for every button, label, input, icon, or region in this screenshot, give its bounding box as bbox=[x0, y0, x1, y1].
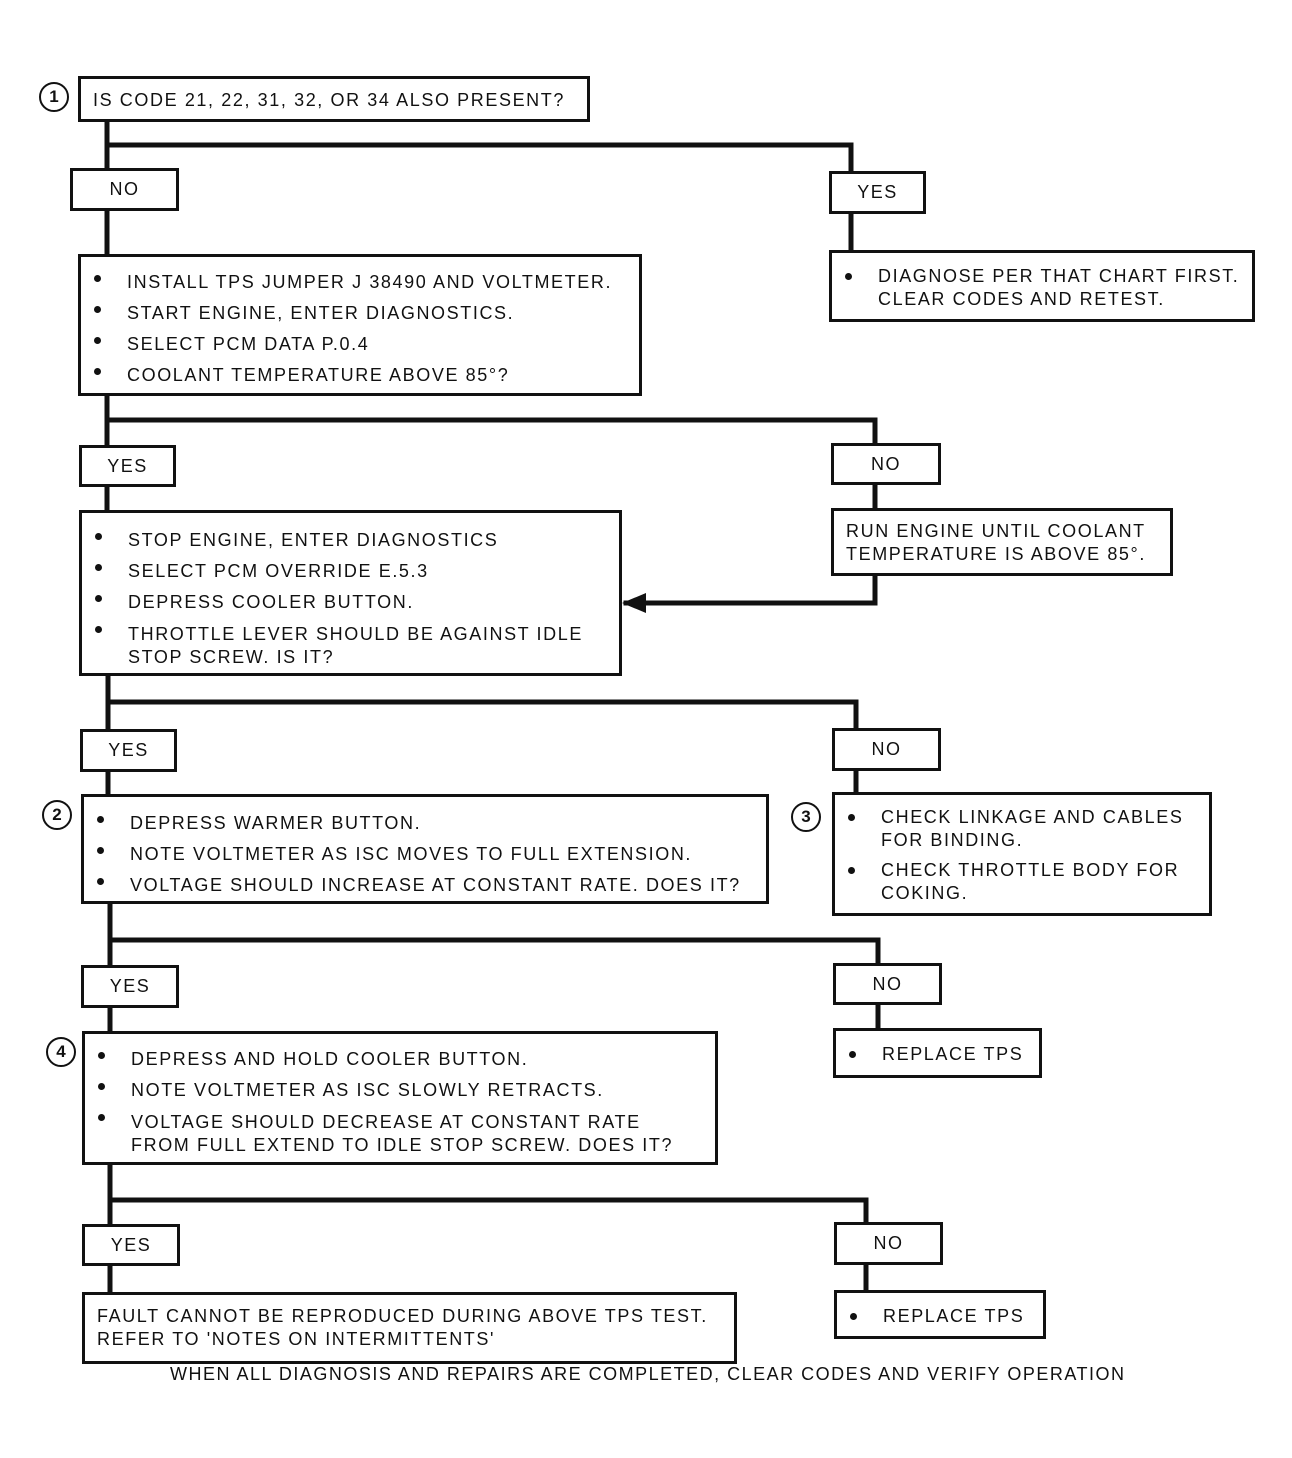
branch-4-no-label: NO bbox=[833, 963, 942, 1005]
warmer-test-box: DEPRESS WARMER BUTTON. NOTE VOLTMETER AS… bbox=[81, 794, 769, 904]
replace-tps-step: REPLACE TPS bbox=[848, 1043, 1027, 1066]
branch-1-no-label: NO bbox=[70, 168, 179, 211]
check-throttle-step: DEPRESS COOLER BUTTON. bbox=[94, 587, 607, 618]
check-throttle-step: THROTTLE LEVER SHOULD BE AGAINST IDLE ST… bbox=[94, 618, 607, 669]
branch-3-yes-label: YES bbox=[80, 729, 177, 772]
step-1-marker: 1 bbox=[39, 82, 69, 112]
step-4-marker: 4 bbox=[46, 1037, 76, 1067]
branch-2-no-label: NO bbox=[831, 443, 941, 485]
step-2-marker: 2 bbox=[42, 800, 72, 830]
diagnose-first-box: DIAGNOSE PER THAT CHART FIRST. CLEAR COD… bbox=[829, 250, 1255, 322]
linkage-check-step: CHECK LINKAGE AND CABLES FOR BINDING. bbox=[847, 806, 1197, 852]
replace-tps-box: REPLACE TPS bbox=[833, 1028, 1042, 1078]
cooler-hold-test-step: DEPRESS AND HOLD COOLER BUTTON. bbox=[97, 1044, 703, 1075]
check-throttle-step: STOP ENGINE, ENTER DIAGNOSTICS bbox=[94, 525, 607, 556]
warmer-test-step: VOLTAGE SHOULD INCREASE AT CONSTANT RATE… bbox=[96, 870, 754, 901]
fault-not-reproduced-box: FAULT CANNOT BE REPRODUCED DURING ABOVE … bbox=[82, 1292, 737, 1364]
warmer-test-step: DEPRESS WARMER BUTTON. bbox=[96, 808, 754, 839]
branch-3-no-label: NO bbox=[832, 728, 941, 771]
branch-1-yes-label: YES bbox=[829, 171, 926, 214]
check-throttle-step: SELECT PCM OVERRIDE E.5.3 bbox=[94, 556, 607, 587]
check-coolant-step: COOLANT TEMPERATURE ABOVE 85°? bbox=[93, 360, 627, 391]
footer-note: WHEN ALL DIAGNOSIS AND REPAIRS ARE COMPL… bbox=[170, 1364, 1126, 1384]
cooler-hold-test-step: VOLTAGE SHOULD DECREASE AT CONSTANT RATE… bbox=[97, 1106, 703, 1157]
check-throttle-box: STOP ENGINE, ENTER DIAGNOSTICS SELECT PC… bbox=[79, 510, 622, 676]
replace-tps-box: REPLACE TPS bbox=[834, 1290, 1046, 1339]
linkage-check-step: CHECK THROTTLE BODY FOR COKING. bbox=[847, 859, 1197, 905]
cooler-hold-test-step: NOTE VOLTMETER AS ISC SLOWLY RETRACTS. bbox=[97, 1075, 703, 1106]
warmer-test-step: NOTE VOLTMETER AS ISC MOVES TO FULL EXTE… bbox=[96, 839, 754, 870]
branch-5-no-label: NO bbox=[834, 1222, 943, 1265]
question-code-present-text: IS CODE 21, 22, 31, 32, OR 34 ALSO PRESE… bbox=[93, 90, 565, 110]
check-coolant-box: INSTALL TPS JUMPER J 38490 AND VOLTMETER… bbox=[78, 254, 642, 396]
branch-2-yes-label: YES bbox=[79, 445, 176, 487]
step-3-marker: 3 bbox=[791, 802, 821, 832]
check-coolant-step: INSTALL TPS JUMPER J 38490 AND VOLTMETER… bbox=[93, 267, 627, 298]
linkage-check-box: CHECK LINKAGE AND CABLES FOR BINDING. CH… bbox=[832, 792, 1212, 916]
check-coolant-step: START ENGINE, ENTER DIAGNOSTICS. bbox=[93, 298, 627, 329]
branch-4-yes-label: YES bbox=[81, 965, 179, 1008]
replace-tps-step: REPLACE TPS bbox=[849, 1305, 1031, 1328]
run-engine-box: RUN ENGINE UNTIL COOLANT TEMPERATURE IS … bbox=[831, 508, 1173, 576]
question-code-present-box: IS CODE 21, 22, 31, 32, OR 34 ALSO PRESE… bbox=[78, 76, 590, 122]
cooler-hold-test-box: DEPRESS AND HOLD COOLER BUTTON. NOTE VOL… bbox=[82, 1031, 718, 1165]
branch-5-yes-label: YES bbox=[82, 1224, 180, 1266]
diagnose-first-step: DIAGNOSE PER THAT CHART FIRST. CLEAR COD… bbox=[844, 265, 1240, 311]
check-coolant-step: SELECT PCM DATA P.0.4 bbox=[93, 329, 627, 360]
